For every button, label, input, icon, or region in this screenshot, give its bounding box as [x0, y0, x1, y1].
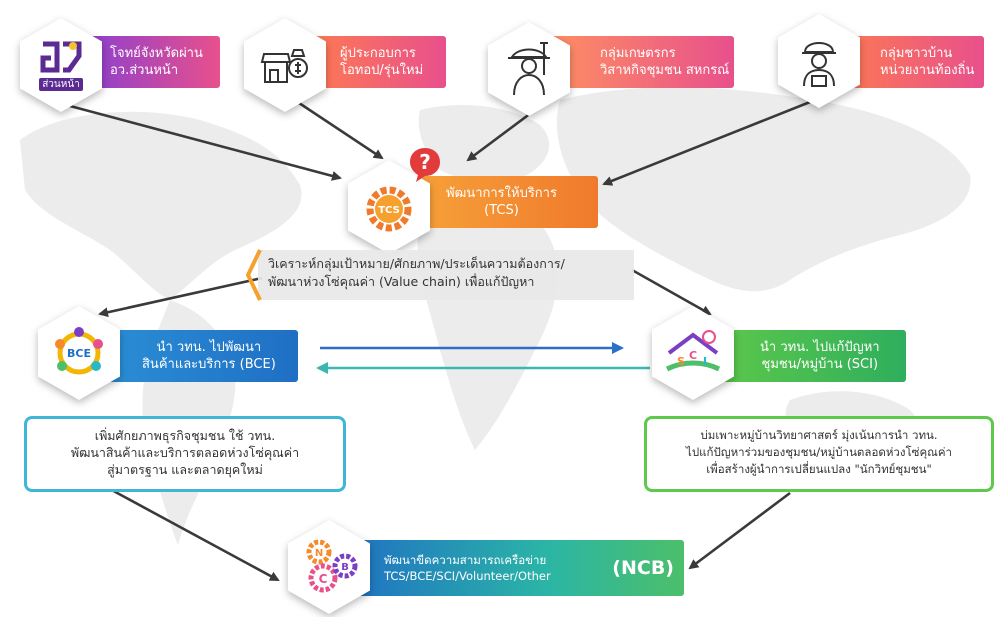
- top-node-4-line2: หน่วยงานท้องถิ่น: [880, 63, 975, 78]
- analysis-line1: วิเคราะห์กลุ่มเป้าหมาย/ศักยภาพ/ประเด็นคว…: [268, 256, 565, 271]
- ncb-badge-n: N: [315, 548, 323, 559]
- bce-hex: BCE: [38, 306, 120, 400]
- arrow-top4-to-tcs: [602, 100, 811, 186]
- ov-logo-text: ส่วนหน้า: [39, 77, 83, 91]
- bce-badge: BCE: [67, 347, 91, 360]
- top-node-4-line1: กลุ่มชาวบ้าน: [880, 46, 953, 61]
- sci-hex: S C I: [652, 306, 734, 400]
- worker-icon: [802, 42, 836, 87]
- bce-detail-line3: สู่มาตรฐาน และตลาดยุคใหม่: [107, 462, 263, 477]
- ov-logo-icon: [40, 41, 82, 72]
- top-node-1-hex: ส่วนหน้า: [20, 18, 102, 112]
- sci-detail-line3: เพื่อสร้างผู้นำการเปลี่ยนแปลง "นักวิทย์ช…: [706, 462, 932, 476]
- ncb-abbr: (NCB): [612, 556, 674, 579]
- top-node-1-line2: อว.ส่วนหน้า: [110, 63, 179, 78]
- top-node-4-hex: [778, 14, 860, 108]
- top-node-1-line1: โจทย์จังหวัดผ่าน: [110, 46, 203, 61]
- arrow-to-sci: [631, 268, 712, 316]
- bce-pill: นำ วทน. ไปพัฒนาสินค้าและบริการ (BCE): [98, 330, 298, 382]
- sci-badge-c: C: [689, 349, 697, 362]
- ncb-line1: พัฒนาขีดความสามารถเครือข่าย: [384, 553, 547, 567]
- sci-line2: ชุมชน/หมู่บ้าน (SCI): [761, 357, 879, 372]
- sci-line1: นำ วทน. ไปแก้ปัญหา: [760, 340, 880, 355]
- tcs-line1: พัฒนาการให้บริการ: [446, 186, 557, 201]
- arrow-top1-to-tcs: [54, 100, 342, 181]
- top-node-3-pill: กลุ่มเกษตรกรวิสาหกิจชุมชน สหกรณ์: [540, 36, 734, 88]
- bce-detail-box: เพิ่มศักยภาพธุรกิจชุมชน ใช้ วทน. พัฒนาสิ…: [24, 416, 346, 492]
- sci-badge-i: I: [703, 355, 707, 368]
- arrow-sci-to-ncb: [688, 491, 791, 570]
- chevron-left-icon: [245, 249, 262, 301]
- shop-money-icon: [260, 49, 308, 83]
- sci-detail-line1: บ่มเพาะหมู่บ้านวิทยาศาสตร์ มุ่งเน้นการนำ…: [700, 428, 938, 442]
- top-node-3-hex: [488, 22, 570, 116]
- bce-people-circle-icon: BCE: [55, 327, 103, 375]
- ncb-line2: TCS/BCE/SCI/Volunteer/Other: [384, 569, 551, 583]
- top-node-3-line1: กลุ่มเกษตรกร: [600, 46, 676, 61]
- question-mark-icon: ?: [410, 148, 440, 182]
- top-node-3-line2: วิสาหกิจชุมชน สหกรณ์: [600, 63, 730, 78]
- farmer-icon: [508, 42, 550, 96]
- tcs-badge: TCS: [378, 205, 400, 216]
- top-node-2-hex: [244, 18, 326, 112]
- sci-badge-s: S: [677, 355, 685, 368]
- arrow-top3-to-tcs: [466, 108, 536, 162]
- arrow-top2-to-tcs: [289, 95, 384, 160]
- arrow-bce-to-ncb: [107, 486, 280, 582]
- arrow-to-bce: [98, 276, 263, 318]
- ncb-badge-b: B: [341, 562, 349, 573]
- ncb-badge-c: C: [319, 572, 328, 586]
- tcs-line2: (TCS): [484, 203, 519, 218]
- bce-detail-line2: พัฒนาสินค้าและบริการตลอดห่วงโซ่คุณค่า: [70, 445, 300, 460]
- sci-detail-line2: ไปแก้ปัญหาร่วมของชุมชน/หมู่บ้านตลอดห่วงโ…: [686, 445, 952, 459]
- sci-village-icon: S C I: [665, 330, 721, 372]
- bce-line2: สินค้าและบริการ (BCE): [142, 357, 276, 372]
- top-node-1-pill: โจทย์จังหวัดผ่านอว.ส่วนหน้า: [82, 36, 220, 88]
- ncb-gears-icon: N C B: [306, 539, 358, 593]
- bce-detail-line1: เพิ่มศักยภาพธุรกิจชุมชน ใช้ วทน.: [94, 428, 276, 443]
- sci-detail-box: บ่มเพาะหมู่บ้านวิทยาศาสตร์ มุ่งเน้นการนำ…: [644, 416, 994, 492]
- sci-pill: นำ วทน. ไปแก้ปัญหาชุมชน/หมู่บ้าน (SCI): [710, 330, 906, 382]
- ncb-hex: N C B: [288, 520, 370, 614]
- tcs-hex: TCS: [348, 160, 430, 254]
- bce-line1: นำ วทน. ไปพัฒนา: [156, 340, 262, 355]
- ncb-pill: พัฒนาขีดความสามารถเครือข่าย TCS/BCE/SCI/V…: [340, 540, 684, 596]
- analysis-line2: พัฒนาห่วงโซ่คุณค่า (Value chain) เพื่อแก…: [268, 274, 535, 289]
- analysis-band: วิเคราะห์กลุ่มเป้าหมาย/ศักยภาพ/ประเด็นคว…: [258, 250, 634, 300]
- top-node-2-line1: ผู้ประกอบการ: [340, 46, 416, 61]
- svg-text:?: ?: [419, 150, 431, 174]
- tcs-pill: พัฒนาการให้บริการ (TCS): [402, 176, 598, 228]
- tcs-gear-icon: TCS: [366, 186, 412, 232]
- top-node-2-line2: โอทอป/รุ่นใหม่: [340, 63, 424, 78]
